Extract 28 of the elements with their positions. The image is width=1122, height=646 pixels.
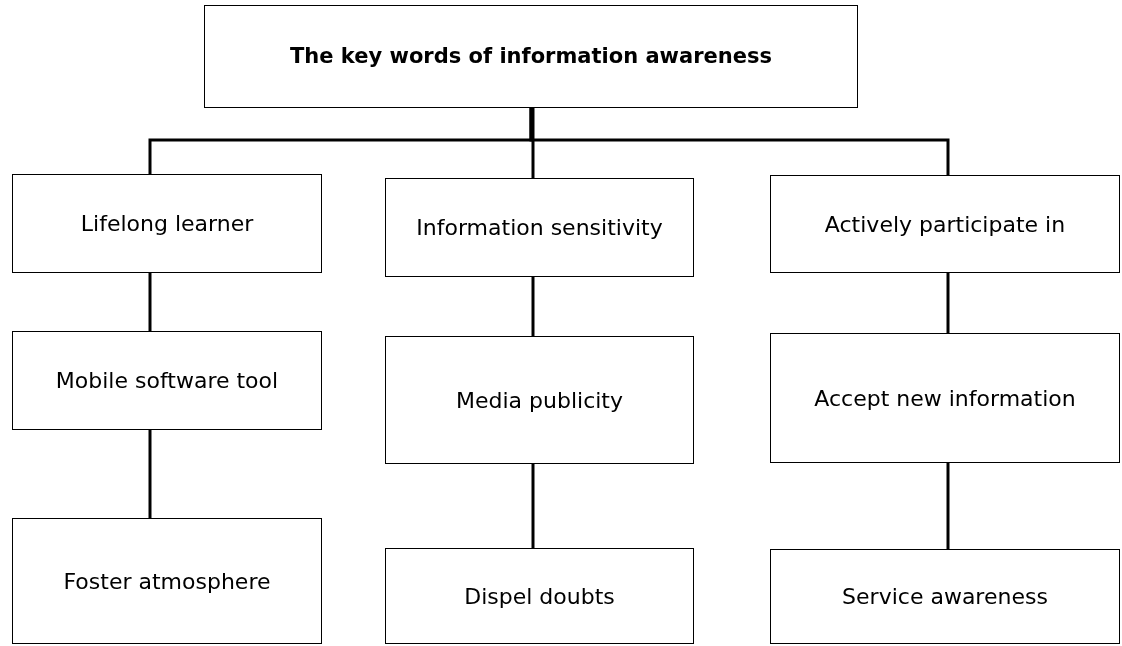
keyword-box <box>385 336 694 464</box>
keyword-box <box>12 518 322 644</box>
connector-line <box>148 430 152 518</box>
keyword-box <box>12 174 322 273</box>
keyword-text: Media publicity <box>456 386 623 415</box>
keyword-text: Accept new information <box>814 384 1076 413</box>
keyword-text: Mobile software tool <box>55 367 279 395</box>
title-box <box>204 5 858 108</box>
keyword-box <box>385 548 694 644</box>
keyword-text: Information sensitivity <box>416 214 663 242</box>
connector-line <box>148 273 152 331</box>
keyword-box <box>385 178 694 277</box>
title-text: The key words of information awareness <box>290 42 772 70</box>
keyword-text: Foster atmosphere <box>63 567 271 596</box>
keyword-box <box>770 549 1120 644</box>
keyword-text: Dispel doubts <box>464 582 615 611</box>
keyword-box <box>770 333 1120 463</box>
keyword-box <box>770 175 1120 273</box>
connector-line <box>531 277 535 336</box>
keyword-box <box>12 331 322 430</box>
connector-line <box>531 464 535 548</box>
keyword-text: Service awareness <box>842 583 1048 611</box>
keyword-text: Lifelong learner <box>80 210 254 238</box>
connector-line <box>946 273 950 333</box>
connector-line <box>946 463 950 549</box>
connector-line <box>531 108 535 178</box>
connector-line <box>529 108 950 175</box>
keyword-text: Actively participate in <box>824 210 1066 239</box>
